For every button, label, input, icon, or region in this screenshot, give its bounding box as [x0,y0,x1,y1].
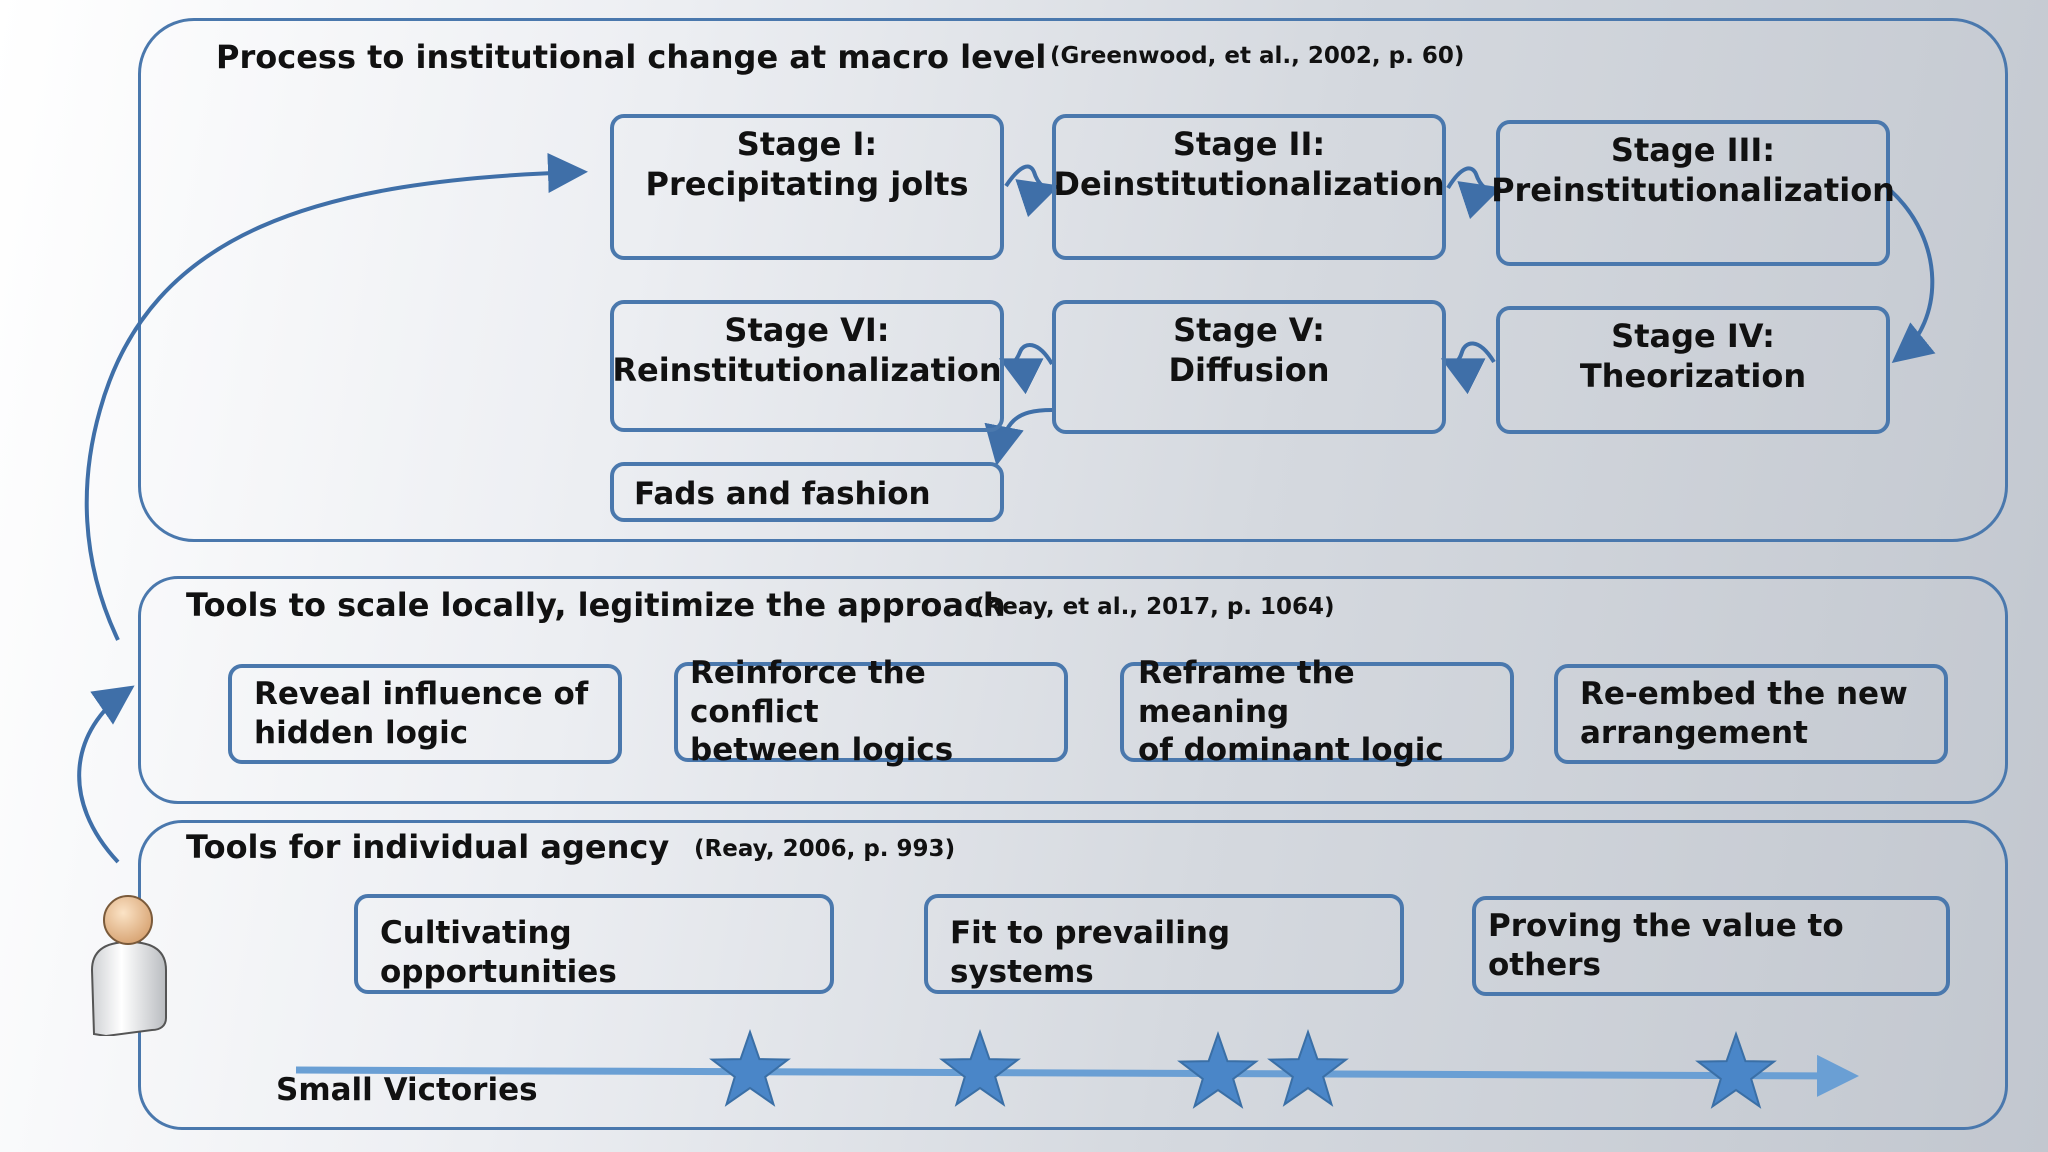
tool-reframe-line1: Reframe the meaning [1138,654,1355,730]
stage-3-box: Stage III: Preinstitutionalization [1491,120,1895,266]
fads-label: Fads and fashion [634,476,931,512]
tool-fit-label: Fit to prevailing systems [950,915,1231,990]
tool-reframe-line2: of dominant logic [1138,732,1444,769]
stage-2-label: Stage II: [1172,125,1326,163]
stage-1-label: Stage I: [736,125,878,163]
stage-6-label: Stage VI: [724,311,890,349]
stage-3-label: Stage III: [1610,131,1776,169]
arrow-person-to-local [77,685,135,864]
tool-reinforce-line1: Reinforce the conflict [690,654,926,730]
local-citation: (Reay, et al., 2017, p. 1064) [974,594,1335,620]
stage-6-box: Stage VI: Reinstitutionalization [610,300,1004,432]
tool-reembed-line2: arrangement [1580,715,1808,751]
stage-6-name: Reinstitutionalization [612,351,1002,389]
small-victories-label: Small Victories [276,1072,538,1108]
tool-reinforce-box: Reinforce the conflict between logics [674,655,1068,768]
user-icon [86,890,172,1040]
stage-4-label: Stage IV: [1611,317,1775,355]
tool-fit-box: Fit to prevailing systems [924,894,1404,994]
tool-reembed-line1: Re-embed the new [1580,676,1908,713]
stage-5-name: Diffusion [1168,351,1330,389]
stage-1-name: Precipitating jolts [645,165,969,203]
fads-box: Fads and fashion [610,462,1004,522]
tool-reinforce-line2: between logics [690,732,954,769]
tool-reveal-line2: hidden logic [254,715,469,751]
stage-2-name: Deinstitutionalization [1053,165,1445,203]
tool-cultivating-box: Cultivating opportunities [354,894,834,994]
stage-4-box: Stage IV: Theorization [1496,306,1890,434]
stage-4-name: Theorization [1579,357,1807,395]
stage-5-box: Stage V: Diffusion [1052,300,1446,434]
macro-title: Process to institutional change at macro… [216,38,1047,76]
tool-proving-label: Proving the value to others [1488,908,1844,983]
individual-title: Tools for individual agency [186,828,670,866]
stage-3-name: Preinstitutionalization [1491,171,1895,209]
macro-citation: (Greenwood, et al., 2002, p. 60) [1050,43,1465,69]
tool-cultivating-label: Cultivating opportunities [380,915,617,990]
tool-proving-box: Proving the value to others [1472,896,1950,996]
tool-reveal-box: Reveal influence of hidden logic [228,664,622,764]
tool-reframe-box: Reframe the meaning of dominant logic [1120,655,1514,768]
local-panel [138,576,2008,804]
tool-reembed-box: Re-embed the new arrangement [1554,664,1948,764]
individual-citation: (Reay, 2006, p. 993) [694,836,956,862]
stage-5-label: Stage V: [1173,311,1325,349]
local-title: Tools to scale locally, legitimize the a… [186,586,1006,624]
macro-panel [138,18,2008,542]
stage-1-box: Stage I: Precipitating jolts [610,114,1004,260]
stage-2-box: Stage II: Deinstitutionalization [1052,114,1446,260]
tool-reveal-line1: Reveal influence of [254,676,589,713]
